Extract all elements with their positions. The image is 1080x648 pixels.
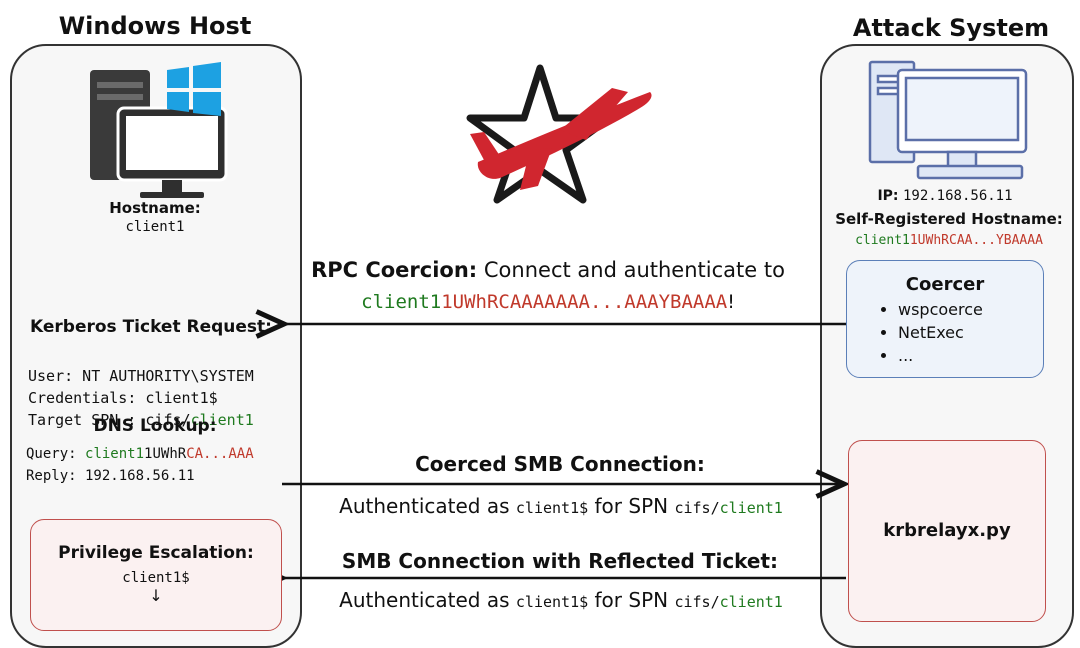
- star-plane-logo: [466, 64, 652, 204]
- coercer-tool-item: NetExec: [898, 321, 983, 344]
- hostname-value: client1: [125, 219, 185, 235]
- privesc-arrow-icon: ↓: [149, 586, 163, 605]
- kerberos-creds: Credentials: client1$: [28, 389, 218, 407]
- diagram-graphics: [90, 60, 1028, 606]
- coercer-tool-item: wspcoerce: [898, 298, 983, 321]
- attacker-ip: IP: 192.168.56.11: [877, 188, 1013, 204]
- privesc-account: client1$: [122, 570, 190, 586]
- attack-system-title: Attack System: [852, 14, 1050, 42]
- windows-host-title: Windows Host: [58, 12, 252, 40]
- hostname-label: Hostname:: [109, 199, 201, 217]
- reflected-ticket-auth: Authenticated as client1$ for SPN cifs/c…: [339, 588, 783, 612]
- coercer-box: [846, 260, 1044, 378]
- rpc-coercion-label: RPC Coercion: Connect and authenticate t…: [311, 258, 785, 282]
- privesc-title: Privilege Escalation:: [58, 543, 254, 563]
- self-registered-label: Self-Registered Hostname:: [835, 210, 1063, 228]
- rpc-coercion-target: client11UWhRCAAAAAAA...AAAYBAAAA!: [361, 291, 735, 313]
- kerberos-title: Kerberos Ticket Request:: [30, 317, 272, 337]
- monitor-icon: [116, 106, 228, 198]
- dns-details: Query: client11UWhRCA...AAA Reply: 192.1…: [26, 443, 254, 487]
- kerberos-user: User: NT AUTHORITY\SYSTEM: [28, 367, 254, 385]
- coercer-title: Coercer: [905, 274, 985, 295]
- krbrelayx-box: [848, 440, 1046, 622]
- kerberos-details: User: NT AUTHORITY\SYSTEM Credentials: cl…: [28, 343, 254, 453]
- dns-query: Query: client11UWhRCA...AAA: [26, 446, 254, 462]
- windows-logo-icon: [167, 62, 221, 116]
- coerced-smb-auth: Authenticated as client1$ for SPN cifs/c…: [339, 494, 783, 518]
- krbrelayx-label: krbrelayx.py: [883, 520, 1011, 541]
- coercer-tool-item: ...: [898, 344, 983, 367]
- self-registered-hostname: client11UWhRCAA...YBAAAA: [855, 233, 1043, 248]
- workstation-icon: [868, 60, 1028, 180]
- kerberos-spn: Target SPN : cifs/client1: [28, 411, 254, 429]
- coercer-tool-list: wspcoerce NetExec ...: [876, 298, 983, 367]
- dns-title: DNS Lookup:: [93, 416, 217, 436]
- reflected-ticket-title: SMB Connection with Reflected Ticket:: [341, 549, 779, 573]
- coerced-smb-title: Coerced SMB Connection:: [415, 452, 705, 476]
- dns-reply: Reply: 192.168.56.11: [26, 468, 195, 484]
